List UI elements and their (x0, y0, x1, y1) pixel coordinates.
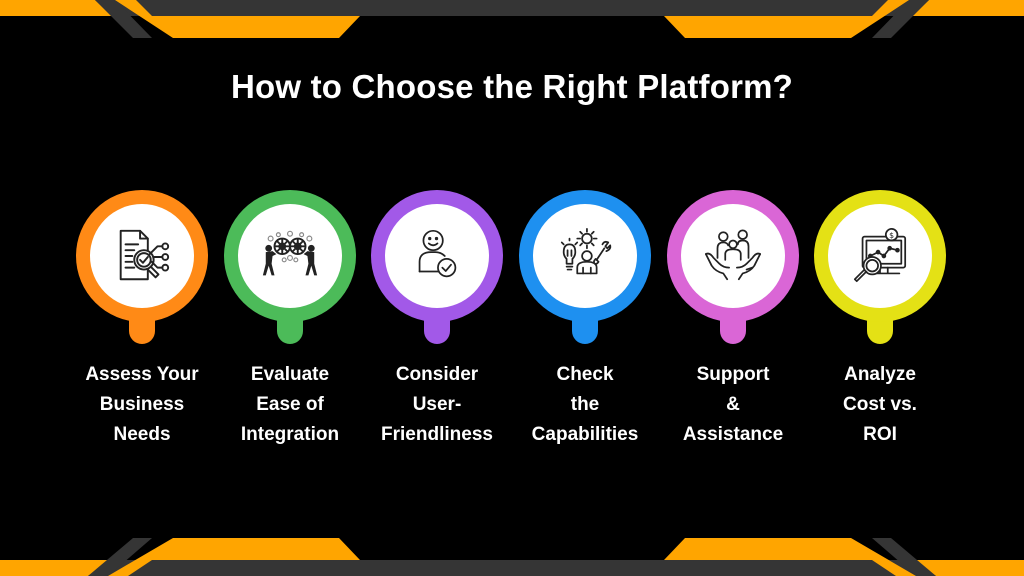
pin-ring (224, 190, 356, 322)
svg-text:$: $ (889, 231, 894, 240)
label-line: Cost vs. (843, 394, 917, 415)
label-line: Evaluate (250, 364, 330, 385)
bottom-decorative-banner (0, 538, 1024, 576)
label-line: Support (696, 364, 770, 385)
step-label: Support & Assistance (653, 360, 813, 450)
user-check-icon (418, 229, 457, 278)
capabilities-tools-icon (560, 228, 612, 275)
people-gears-icon (262, 230, 318, 276)
step-label: Analyze Cost vs. ROI (800, 360, 960, 450)
step-label: Evaluate Ease of Integration (210, 360, 370, 450)
icon-badge (90, 204, 194, 308)
label-line: Friendliness (381, 424, 493, 445)
label-line: Business (99, 394, 185, 415)
label-line: User- (412, 394, 462, 415)
pin-marker (519, 190, 651, 344)
label-line: Needs (113, 424, 171, 445)
step-evaluate-integration: Evaluate Ease of Integration (220, 190, 360, 450)
label-line: Assess Your (85, 364, 199, 385)
step-label: Consider User- Friendliness (357, 360, 517, 450)
hands-support-icon (705, 229, 761, 281)
icon-badge: $ (828, 204, 932, 308)
step-label: Assess Your Business Needs (62, 360, 222, 450)
label-line: Capabilities (531, 424, 639, 445)
label-line: Consider (395, 364, 479, 385)
label-line: the (570, 394, 600, 415)
pin-ring (667, 190, 799, 322)
icon-badge (681, 204, 785, 308)
label-line: ROI (863, 424, 897, 445)
pin-ring: $ (814, 190, 946, 322)
step-label: Check the Capabilities (505, 360, 665, 450)
pin-marker: $ (814, 190, 946, 344)
label-line: Analyze (844, 364, 916, 385)
icon-badge (238, 204, 342, 308)
cost-roi-analysis-icon: $ (853, 228, 907, 283)
label-line: Assistance (682, 424, 784, 445)
label-line: Integration (240, 424, 340, 445)
label-line: Ease of (256, 394, 324, 415)
step-check-capabilities: Check the Capabilities (515, 190, 655, 450)
step-support-assistance: Support & Assistance (663, 190, 803, 450)
pin-ring (519, 190, 651, 322)
pin-ring (76, 190, 208, 322)
label-line: & (726, 394, 740, 415)
pin-marker (224, 190, 356, 344)
icon-badge (533, 204, 637, 308)
pin-marker (667, 190, 799, 344)
step-user-friendliness: Consider User- Friendliness (367, 190, 507, 450)
top-decorative-banner (0, 0, 1024, 38)
page-title: How to Choose the Right Platform? (230, 68, 794, 105)
icon-badge (385, 204, 489, 308)
label-line: Check (556, 364, 614, 385)
pin-marker (371, 190, 503, 344)
pin-marker (76, 190, 208, 344)
document-analysis-icon (119, 229, 170, 281)
step-assess-needs: Assess Your Business Needs (72, 190, 212, 450)
step-cost-roi: $ Analyze Cost vs. ROI (810, 190, 950, 450)
pin-ring (371, 190, 503, 322)
